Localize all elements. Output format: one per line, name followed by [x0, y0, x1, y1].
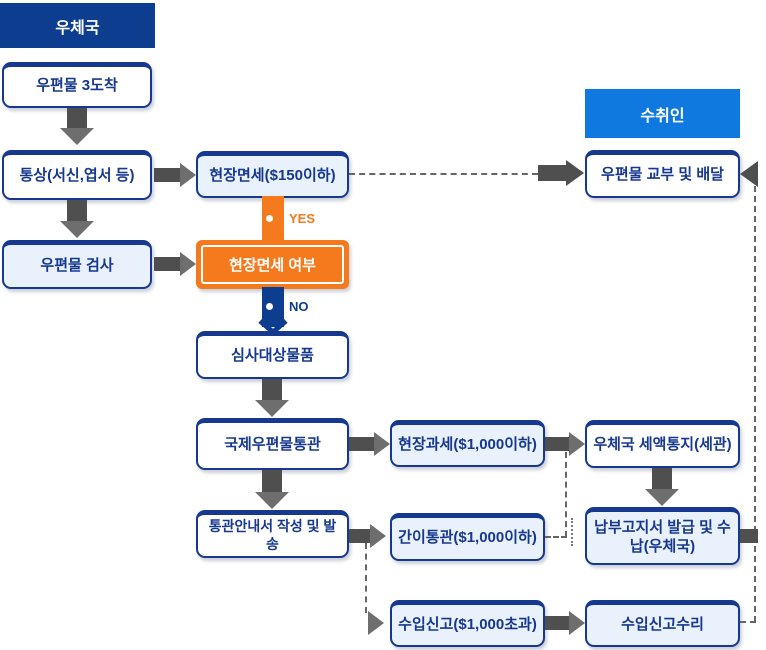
node-simplified-clearance: 간이통관($1,000이하)	[390, 513, 545, 561]
node-onsite-taxation: 현장과세($1,000이하)	[390, 420, 545, 467]
arrow-taxnotice-to-payment	[652, 468, 672, 490]
arrow-ordinary-to-inspection	[67, 200, 87, 222]
node-ordinary-mail: 통상(서신,엽서 등)	[2, 150, 152, 200]
arrow-exemption-to-delivery-head-icon	[566, 160, 584, 186]
arrow-clearance-to-taxation-head-icon	[374, 432, 390, 456]
node-exemption-decision: 현장면세 여부	[196, 240, 349, 289]
recipient-header: 수취인	[585, 89, 740, 138]
arrow-examination-to-clearance	[262, 379, 282, 401]
arrow-clearance-to-notice-head-icon	[255, 492, 289, 509]
exemption-decision-label: 현장면세 여부	[201, 245, 344, 284]
yes-label: YES	[289, 211, 316, 226]
node-payment-notice: 납부고지서 발급 및 수납(우체국)	[585, 507, 740, 565]
line-taxation-branch-down	[565, 452, 567, 537]
arrow-ordinary-to-inspection-head-icon	[60, 221, 94, 238]
yes-connector	[262, 196, 284, 242]
node-mail-arrival: 우편물 3도착	[2, 62, 152, 108]
arrow-declaration-to-acceptance	[545, 616, 569, 630]
arrow-return-to-delivery-head-icon	[740, 161, 758, 187]
node-intl-mail-clearance: 국제우편물통관	[196, 418, 349, 470]
connector-payment-to-loop	[740, 529, 758, 543]
no-label: NO	[289, 299, 309, 314]
no-connector	[262, 287, 284, 327]
node-clearance-notice: 통관안내서 작성 및 발송	[196, 510, 349, 558]
node-tax-notification: 우체국 세액통지(세관)	[585, 420, 740, 468]
arrow-arrival-to-ordinary	[67, 108, 87, 130]
arrow-examination-to-clearance-head-icon	[255, 400, 289, 417]
line-simplified-to-branch	[545, 536, 567, 538]
arrow-declaration-to-acceptance-head-icon	[569, 611, 585, 635]
arrow-ordinary-to-exemption	[154, 168, 180, 182]
arrow-notice-to-simplified-head-icon	[370, 524, 386, 548]
arrow-taxnotice-to-payment-head-icon	[645, 489, 679, 506]
node-mail-delivery: 우편물 교부 및 배달	[585, 150, 740, 198]
line-right-return-loop	[754, 186, 756, 622]
yes-connector-dot	[266, 215, 273, 222]
arrow-taxation-to-taxnotice-head-icon	[569, 432, 585, 456]
post-office-header: 우체국	[0, 3, 155, 48]
node-mail-inspection: 우편물 검사	[2, 240, 152, 289]
node-declaration-acceptance: 수입신고수리	[585, 600, 740, 647]
node-examination-items: 심사대상물품	[196, 331, 349, 379]
node-onsite-exemption: 현장면세($150이하)	[196, 151, 349, 198]
line-branch-dotted-tail	[571, 518, 573, 546]
arrow-inspection-to-decision	[154, 257, 180, 271]
arrow-notice-to-declaration-head-icon	[368, 611, 384, 635]
line-acceptance-to-loop	[740, 621, 756, 623]
arrow-exemption-to-delivery	[538, 165, 566, 181]
arrow-arrival-to-ordinary-head-icon	[60, 128, 94, 145]
arrow-inspection-to-decision-head-icon	[180, 252, 196, 276]
line-exemption-to-delivery	[349, 173, 538, 175]
arrow-notice-to-simplified	[349, 529, 370, 543]
arrow-taxation-to-taxnotice	[545, 437, 569, 451]
node-import-declaration: 수입신고($1,000초과)	[390, 600, 545, 647]
arrow-clearance-to-taxation	[349, 437, 374, 451]
no-connector-dot	[266, 303, 273, 310]
line-notice-branch-down	[365, 543, 367, 613]
arrow-ordinary-to-exemption-head-icon	[180, 163, 196, 187]
arrow-clearance-to-notice	[262, 470, 282, 493]
